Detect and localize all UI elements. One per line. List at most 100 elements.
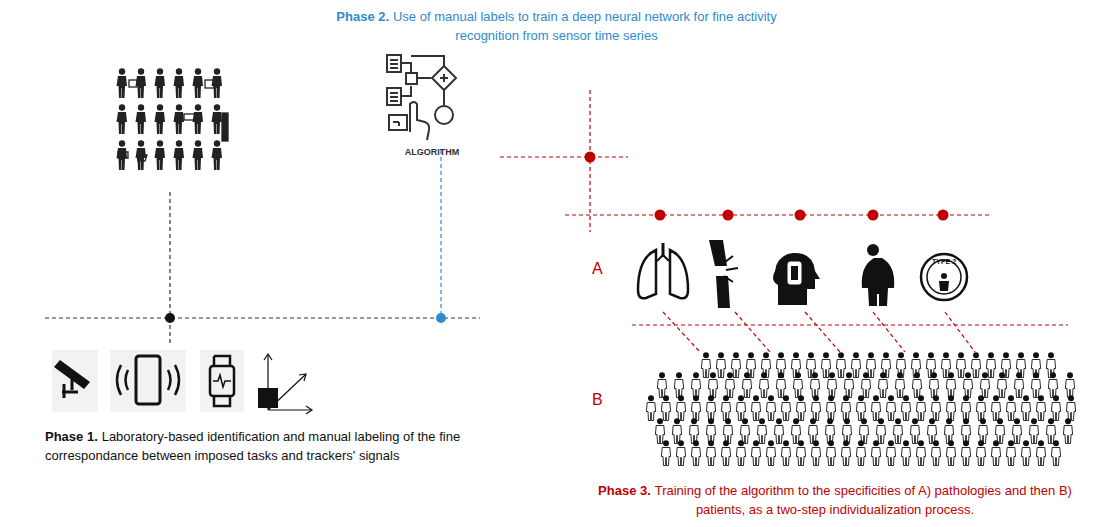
person-figure (1006, 440, 1015, 465)
person-figure (976, 395, 985, 420)
icon-caption: ALGORITHM (405, 147, 460, 157)
person-figure (776, 372, 785, 397)
person-figure (689, 418, 698, 443)
person-figure (716, 352, 725, 377)
icon-label: TYPE 2 (932, 258, 956, 265)
phase3-lines (500, 90, 1068, 352)
person-figure (842, 418, 851, 443)
person-figure (740, 418, 749, 443)
people-activities (117, 68, 223, 170)
person-figure (961, 395, 970, 420)
person-figure (691, 395, 700, 420)
person-figure (706, 395, 715, 420)
text-block: Phase 3.Training of the algorithm to the… (580, 482, 1090, 520)
person-figure (1021, 395, 1030, 420)
person-figure (1063, 418, 1072, 443)
phase-description: Laboratory-based identification and manu… (45, 429, 460, 463)
person-figure (708, 372, 717, 397)
pathology-icons (638, 240, 967, 308)
person-figure (793, 372, 802, 397)
person-figure (136, 104, 147, 134)
person-figure (901, 440, 910, 465)
person-figure (1012, 418, 1021, 443)
person-figure (826, 440, 835, 465)
text-block: Phase 1.Laboratory-based identification … (45, 428, 525, 466)
phase-heading: Phase 3. (598, 483, 651, 498)
group-letter: B (592, 391, 603, 408)
person-figure (174, 68, 185, 98)
person-figure (212, 104, 223, 134)
person-figure (1006, 395, 1015, 420)
person-figure (893, 418, 902, 443)
person-figure (706, 440, 715, 465)
person-figure (878, 372, 887, 397)
text-block: ALGORITHM (390, 146, 474, 159)
person-figure (672, 418, 681, 443)
person-figure (742, 372, 751, 397)
phase-heading: Phase 2. (336, 9, 389, 24)
person-figure (706, 418, 715, 443)
person-figure (978, 418, 987, 443)
person-figure (895, 372, 904, 397)
text-block: TYPE 2 (922, 258, 966, 265)
person-figure (811, 440, 820, 465)
junction-dot (585, 152, 949, 221)
patients-crowd (646, 352, 1075, 465)
person-figure (723, 418, 732, 443)
phase-heading: Phase 1. (45, 429, 98, 444)
person-figure (796, 395, 805, 420)
person-figure (991, 395, 1000, 420)
person-figure (931, 395, 940, 420)
person-figure (155, 104, 166, 134)
tracker-icons (52, 350, 312, 414)
person-figure (674, 372, 683, 397)
person-figure (193, 140, 204, 170)
person-figure (766, 440, 775, 465)
person-figure (856, 395, 865, 420)
person-figure (980, 372, 989, 397)
person-figure (174, 140, 185, 170)
person-figure (117, 140, 128, 170)
person-figure (1014, 372, 1023, 397)
person-figure (811, 395, 820, 420)
person-figure (676, 440, 685, 465)
person-figure (931, 440, 940, 465)
junction-dot (165, 313, 175, 323)
person-figure (826, 395, 835, 420)
person-figure (886, 395, 895, 420)
person-figure (796, 440, 805, 465)
person-figure (946, 372, 955, 397)
person-figure (691, 372, 700, 397)
person-figure (910, 418, 919, 443)
person-figure (1048, 372, 1057, 397)
person-figure (657, 372, 666, 397)
person-figure (1046, 418, 1055, 443)
person-figure (821, 352, 830, 377)
person-figure (1029, 418, 1038, 443)
person-figure (136, 140, 147, 170)
person-figure (661, 440, 670, 465)
person-figure (117, 104, 128, 134)
person-figure (1036, 440, 1045, 465)
phase-description: Use of manual labels to train a deep neu… (393, 9, 777, 43)
person-figure (721, 440, 730, 465)
person-figure (751, 440, 760, 465)
person-figure (827, 372, 836, 397)
person-figure (825, 418, 834, 443)
person-figure (1051, 395, 1060, 420)
person-figure (861, 372, 870, 397)
person-figure (193, 104, 204, 134)
person-figure (193, 68, 204, 98)
person-figure (1036, 395, 1045, 420)
person-figure (1066, 395, 1075, 420)
person-figure (851, 352, 860, 377)
person-figure (155, 140, 166, 170)
person-figure (961, 418, 970, 443)
text-block: A (592, 257, 612, 280)
person-figure (912, 372, 921, 397)
person-figure (841, 440, 850, 465)
person-figure (886, 440, 895, 465)
person-figure (774, 418, 783, 443)
person-figure (876, 418, 885, 443)
person-figure (836, 352, 845, 377)
